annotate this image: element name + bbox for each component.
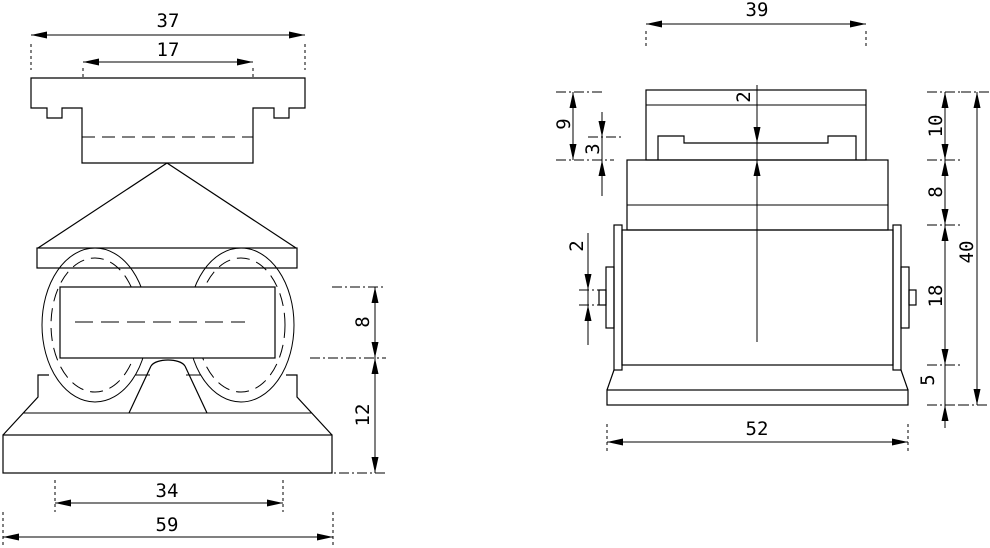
- dim-side-top-width: 39: [645, 0, 867, 46]
- dim-right-chain: 10 8 18 5: [917, 91, 963, 428]
- right-spring-inner: [196, 257, 286, 393]
- dim-label-2-top: 2: [733, 91, 755, 102]
- dim-label-59: 59: [156, 514, 179, 536]
- dim-label-3: 3: [582, 143, 604, 154]
- side-base-plate: [606, 389, 909, 406]
- left-trunnion-cap: [605, 266, 615, 329]
- dim-label-52: 52: [746, 418, 769, 440]
- dim-label-2-left: 2: [566, 240, 588, 251]
- right-trunnion-cap: [900, 266, 910, 329]
- base-plate: [2, 434, 333, 474]
- dim-label-17: 17: [157, 39, 180, 61]
- pedestal-right-lip: [286, 374, 333, 436]
- dim-cap-height: 9: [553, 91, 614, 161]
- dim-label-37: 37: [157, 10, 180, 32]
- top-block-slot: [657, 135, 857, 160]
- dim-top-plate-width: 37: [30, 10, 306, 70]
- dim-label-40: 40: [956, 241, 978, 264]
- wedge-hump: [150, 359, 186, 367]
- dim-label-34: 34: [156, 480, 179, 502]
- front-view: 37 17 8 12: [2, 10, 386, 546]
- dim-label-39: 39: [746, 0, 769, 21]
- left-trunnion-pin: [598, 289, 607, 306]
- wedge-right-slant: [184, 365, 208, 414]
- dim-label-18: 18: [925, 285, 947, 308]
- top-block: [645, 89, 867, 161]
- foot-right-flare: [900, 369, 909, 391]
- top-plate-outline: [30, 77, 306, 164]
- dim-label-8-side: 8: [925, 186, 947, 197]
- dim-label-8: 8: [352, 316, 374, 327]
- right-trunnion-pin: [908, 289, 917, 306]
- cone-right-edge: [166, 162, 297, 249]
- foot-left-flare: [606, 369, 615, 391]
- dim-side-base-width: 52: [606, 418, 909, 452]
- dim-trunnion-pin: 2: [566, 233, 600, 345]
- left-flange-strip: [613, 224, 623, 371]
- dim-label-10: 10: [925, 115, 947, 138]
- dim-base-width: 59: [2, 512, 334, 546]
- dim-step-height: 3: [582, 112, 624, 196]
- top-bar: [36, 247, 298, 269]
- dim-label-9: 9: [553, 118, 575, 129]
- right-flange-strip: [892, 224, 902, 371]
- dim-label-5: 5: [917, 374, 939, 385]
- dim-boss-width: 17: [82, 39, 254, 80]
- cone-left-edge: [37, 162, 168, 249]
- dim-overall-height: 40: [956, 91, 990, 406]
- dim-band-and-lower-height: 8 12: [303, 286, 386, 474]
- wedge-left-slant: [128, 365, 152, 414]
- dim-slot-lip: 2: [733, 85, 761, 342]
- pedestal-left-lip: [2, 374, 49, 436]
- dim-pad-width: 34: [54, 480, 284, 512]
- side-view: 2 39 9 3: [553, 0, 990, 452]
- dim-label-12: 12: [352, 404, 374, 427]
